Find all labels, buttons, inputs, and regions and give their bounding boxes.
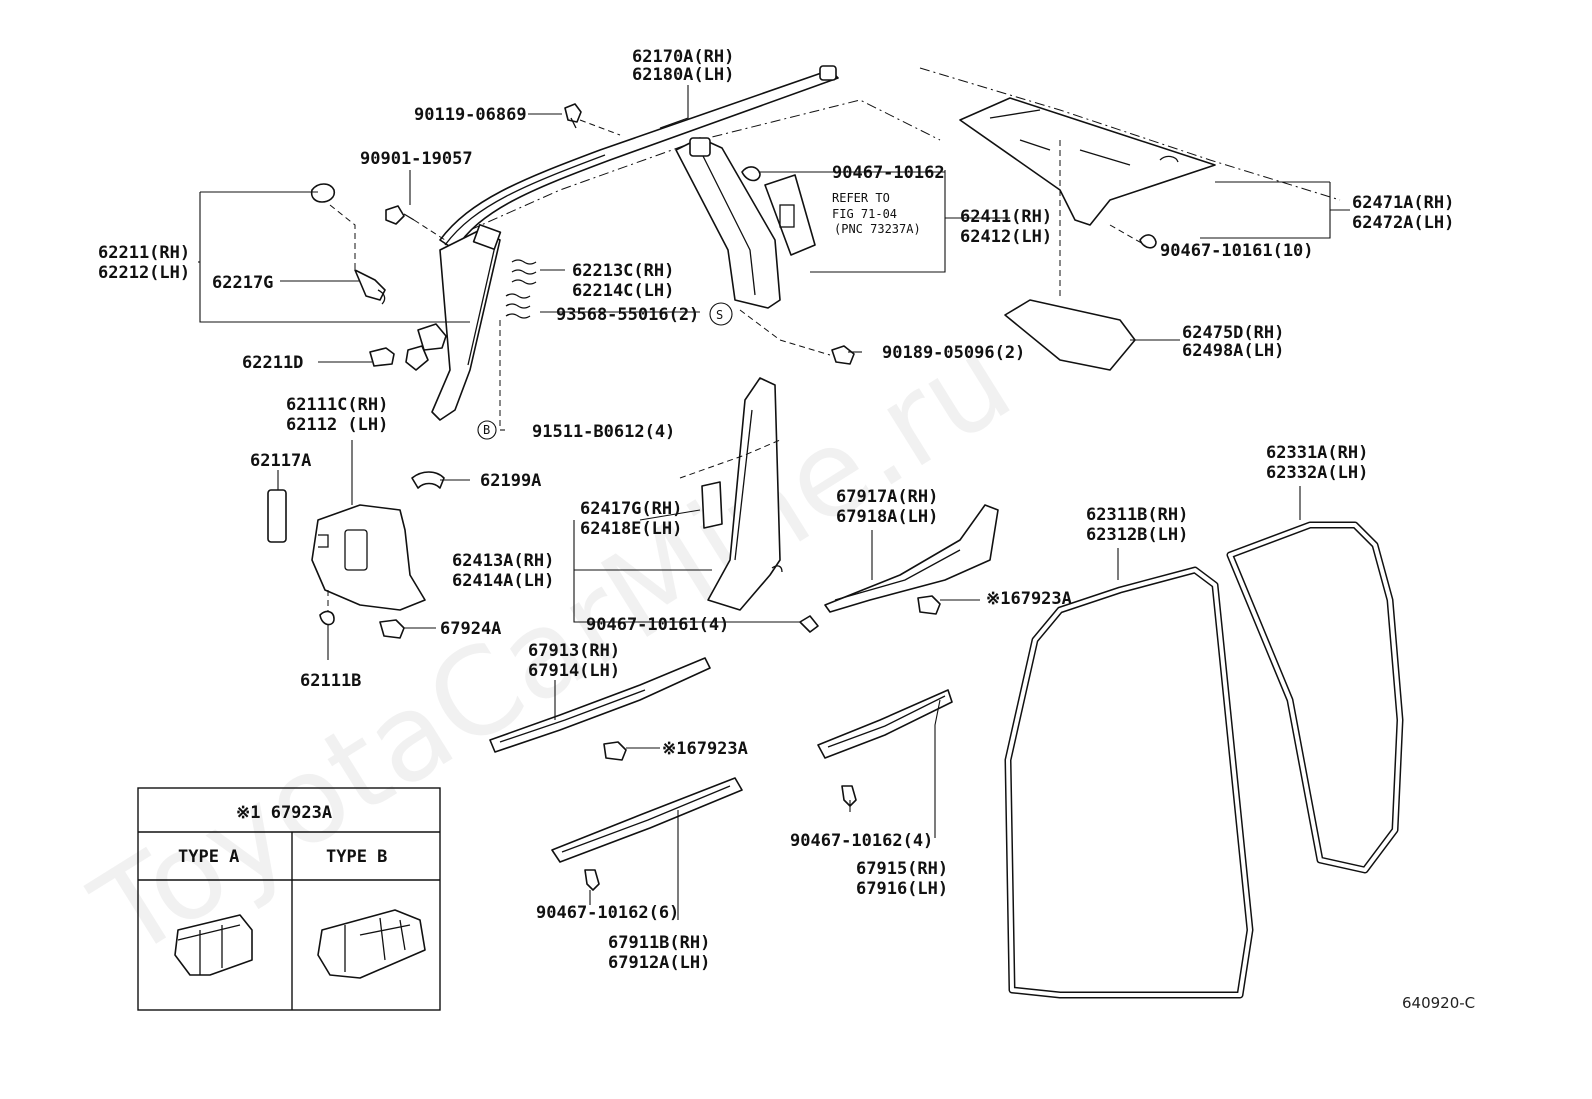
label-90119: 90119-06869 — [414, 105, 527, 125]
scuff-plate-67913-part — [489, 657, 711, 761]
label-167923a-2: ※167923A — [662, 739, 748, 759]
figure-code: 640920-C — [1402, 994, 1475, 1012]
label-90467-10162-6: 90467-10162(6) — [536, 903, 679, 923]
clip-type-a-drawing — [174, 914, 253, 976]
label-90467-10161-10: 90467-10161(10) — [1160, 241, 1314, 261]
label-90467-10162-4: 90467-10162(4) — [790, 831, 933, 851]
clip-90119-part — [564, 103, 621, 136]
note-pnc: (PNC 73237A) — [834, 222, 921, 236]
label-62117a: 62117A — [250, 451, 311, 471]
label-62180a: 62180A(LH) — [632, 65, 734, 85]
part-62117a — [267, 489, 287, 543]
label-62217g: 62217G — [212, 273, 273, 293]
roof-side-rail-part — [439, 65, 839, 251]
label-67911b: 67911B(RH) — [608, 933, 710, 953]
label-67915: 67915(RH) — [856, 859, 948, 879]
front-door-weatherstrip-part — [1004, 566, 1254, 999]
label-62411: 62411(RH) — [960, 207, 1052, 227]
label-93568: 93568-55016(2) — [556, 305, 699, 325]
label-67918a: 67918A(LH) — [836, 507, 938, 527]
label-90901: 90901-19057 — [360, 149, 473, 169]
center-pillar-lower-garnish-part — [679, 377, 783, 611]
scuff-plate-67911b-part — [551, 777, 743, 891]
label-67914: 67914(LH) — [528, 661, 620, 681]
label-90189: 90189-05096(2) — [882, 343, 1025, 363]
roof-outline-rear — [919, 67, 1341, 201]
label-91511: 91511-B0612(4) — [532, 422, 675, 442]
mark-b-circle — [477, 420, 497, 440]
part-67924a — [379, 619, 405, 639]
note-refer-to: REFER TO — [832, 191, 890, 205]
label-62170a: 62170A(RH) — [632, 47, 734, 67]
label-62111b: 62111B — [300, 671, 361, 691]
label-90467-10161-4: 90467-10161(4) — [586, 615, 729, 635]
label-62214c: 62214C(LH) — [572, 281, 674, 301]
label-62475d: 62475D(RH) — [1182, 323, 1284, 343]
label-62472a: 62472A(LH) — [1352, 213, 1454, 233]
label-62312b: 62312B(LH) — [1086, 525, 1188, 545]
rear-door-weatherstrip-part — [1226, 521, 1404, 874]
legend-box: ※1 67923A TYPE A TYPE B — [137, 787, 441, 1011]
label-62112: 62112 (LH) — [286, 415, 388, 435]
clip-90901-part — [385, 205, 446, 241]
label-62213c: 62213C(RH) — [572, 261, 674, 281]
label-67912a: 67912A(LH) — [608, 953, 710, 973]
label-62111c: 62111C(RH) — [286, 395, 388, 415]
clip-type-b-drawing — [317, 909, 426, 979]
assist-grip-part — [310, 183, 386, 305]
center-pillar-upper-garnish-part — [675, 137, 816, 341]
rear-package-trim-part — [959, 97, 1216, 300]
label-62414a: 62414A(LH) — [452, 571, 554, 591]
mark-s: S — [716, 308, 723, 322]
mark-s-circle — [709, 302, 733, 326]
label-62199a: 62199A — [480, 471, 541, 491]
label-62412: 62412(LH) — [960, 227, 1052, 247]
cowl-side-trim-part — [311, 504, 426, 615]
scuff-plate-67917a-part — [824, 504, 999, 615]
scuff-plate-67915-part — [817, 689, 953, 807]
label-67913: 67913(RH) — [528, 641, 620, 661]
label-62211: 62211(RH) — [98, 243, 190, 263]
label-62413a: 62413A(RH) — [452, 551, 554, 571]
label-62418e: 62418E(LH) — [580, 519, 682, 539]
label-62331a: 62331A(RH) — [1266, 443, 1368, 463]
label-90467-10162: 90467-10162 — [832, 163, 945, 183]
label-62311b: 62311B(RH) — [1086, 505, 1188, 525]
label-62417g: 62417G(RH) — [580, 499, 682, 519]
mark-b: B — [483, 423, 490, 437]
part-62111b — [319, 610, 335, 626]
label-167923a-1: ※167923A — [986, 589, 1072, 609]
clip-90189-guide — [779, 339, 831, 356]
legend-type-a: TYPE A — [178, 847, 239, 867]
front-pillar-garnish-part — [405, 223, 502, 421]
holder-62211d-part — [369, 347, 395, 367]
part-62199a — [411, 471, 445, 489]
label-67917a: 67917A(RH) — [836, 487, 938, 507]
legend-type-b: TYPE B — [326, 847, 387, 867]
label-62471a: 62471A(RH) — [1352, 193, 1454, 213]
label-62211d: 62211D — [242, 353, 303, 373]
leader-lines — [198, 85, 1350, 920]
spring-clips-part — [499, 259, 537, 430]
label-62332a: 62332A(LH) — [1266, 463, 1368, 483]
legend-title: ※1 67923A — [236, 803, 332, 823]
label-62498a: 62498A(LH) — [1182, 341, 1284, 361]
label-67924a: 67924A — [440, 619, 501, 639]
label-67916: 67916(LH) — [856, 879, 948, 899]
label-62212: 62212(LH) — [98, 263, 190, 283]
clip-90189-part — [831, 345, 855, 365]
note-fig: FIG 71-04 — [832, 207, 897, 221]
clip-90467-4-part — [799, 615, 819, 633]
